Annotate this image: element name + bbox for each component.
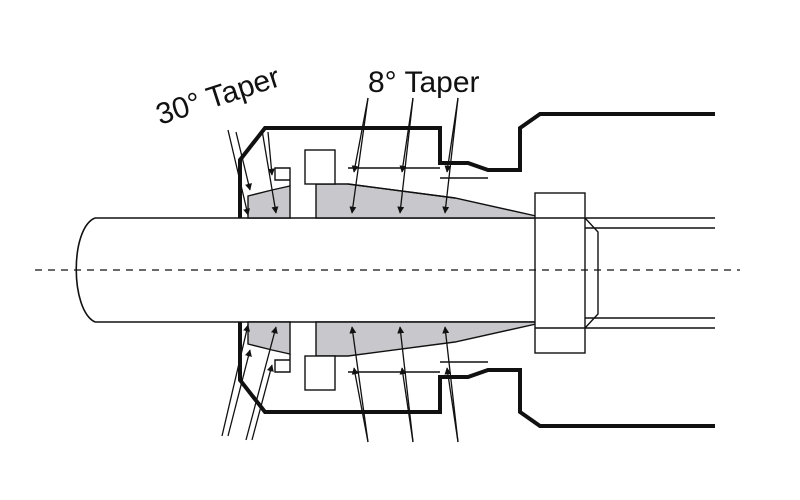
ferrule-seat-bottom	[274, 354, 291, 373]
arrow-8-bottom-6	[444, 367, 459, 443]
arrow-30-top-4	[267, 131, 275, 176]
arrow-8-top-1	[349, 97, 369, 214]
label-30-taper: 30° Taper	[152, 61, 284, 132]
body-cone-top	[347, 183, 456, 199]
front-ferrule-top	[315, 183, 546, 219]
arrow-8-top-6	[444, 97, 459, 173]
back-ferrule-top	[247, 185, 291, 219]
arrow-30-bottom-2	[227, 349, 252, 437]
arrow-8-top-4	[399, 97, 414, 173]
ferrules	[247, 183, 546, 357]
body-shoulder	[534, 192, 586, 354]
spacer-bottom	[304, 355, 336, 391]
front-ferrule-bottom	[315, 321, 546, 357]
arrow-8-top-3	[397, 97, 414, 214]
arrow-8-bottom-1	[349, 326, 369, 443]
tube-end-curve	[75, 217, 96, 323]
arrow-8-bottom-4	[399, 367, 414, 443]
arrow-30-top-1	[227, 129, 250, 216]
arrow-30-bottom-1	[221, 324, 250, 437]
body-internal	[274, 149, 715, 391]
arrow-30-bottom-3	[245, 326, 278, 441]
back-ferrule-bottom	[247, 321, 291, 355]
label-8-taper: 8° Taper	[368, 66, 480, 99]
nut-outline-top	[238, 112, 715, 218]
arrow-30-top-2	[235, 131, 252, 191]
arrow-30-bottom-4	[251, 364, 274, 441]
spacer-top	[304, 149, 336, 185]
arrow-8-bottom-2	[351, 367, 369, 443]
body-pipe-bevel-top	[584, 217, 599, 329]
arrow-8-bottom-3	[397, 326, 414, 443]
arrow-8-top-5	[442, 97, 459, 214]
arrow-group	[221, 97, 459, 443]
ferrule-seat-top	[274, 167, 291, 186]
arrow-8-bottom-5	[442, 326, 459, 443]
arrow-8-top-2	[351, 97, 369, 173]
